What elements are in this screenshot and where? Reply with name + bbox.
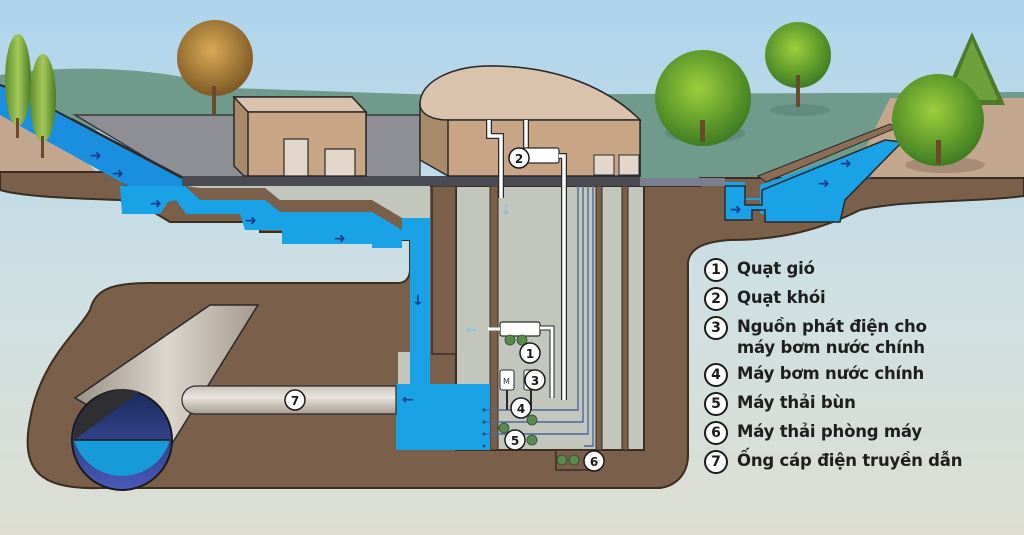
sump-overflow-water	[410, 352, 430, 392]
legend-item-6: 6 Máy thải phòng máy	[704, 421, 1024, 445]
legend-number-badge: 5	[704, 392, 728, 416]
autumn-tree	[177, 20, 253, 114]
svg-text:5: 5	[511, 434, 519, 448]
airflow-left-arrow: ←	[466, 323, 477, 338]
legend-label: Nguồn phát điện cho máy bơm nước chính	[737, 317, 927, 357]
legend-item-5: 5 Máy thải bùn	[704, 392, 1024, 416]
flow-arrows: ➜ ➜ ➜ ➜ ➜ ↓ ← ➜ ➜ ➜	[90, 148, 852, 408]
pipe-arrow-heads	[482, 408, 486, 448]
legend-item-4: 4 Máy bơm nước chính	[704, 363, 1024, 387]
svg-text:➜: ➜	[730, 202, 742, 218]
svg-text:➜: ➜	[150, 196, 162, 212]
svg-text:➜: ➜	[840, 156, 852, 172]
legend-label: Ống cáp điện truyền dẫn	[737, 451, 963, 470]
pump-icons	[498, 334, 580, 466]
tunnel-interior	[185, 186, 430, 218]
svg-text:6: 6	[590, 455, 598, 469]
legend-number-badge: 3	[704, 316, 728, 340]
chamber-divider-right2	[621, 185, 629, 451]
legend-number-badge: 7	[704, 450, 728, 474]
svg-text:➜: ➜	[90, 148, 102, 164]
motor-unit: M	[499, 369, 515, 410]
tree-right	[892, 74, 985, 173]
legend: 1 Quạt gió 2 Quạt khói 3 Nguồn phát điện…	[704, 258, 1024, 479]
svg-text:➜: ➜	[245, 213, 257, 229]
svg-text:➜: ➜	[112, 166, 124, 182]
airflow-down-arrow: ↓	[500, 202, 512, 218]
svg-text:➜: ➜	[334, 231, 346, 247]
marker-5: 5	[504, 429, 526, 451]
air-fan-unit	[499, 321, 541, 337]
marker-2: 2	[508, 147, 530, 169]
building-door-1	[283, 138, 309, 177]
svg-text:2: 2	[515, 152, 523, 166]
marker-7: 7	[284, 389, 306, 411]
legend-number-badge: 6	[704, 421, 728, 445]
chamber-divider-right1	[595, 185, 603, 451]
pump-house	[419, 65, 642, 177]
sump-water	[396, 384, 490, 450]
svg-text:4: 4	[517, 402, 525, 416]
motor-label: M	[503, 377, 510, 386]
svg-text:1: 1	[526, 347, 534, 361]
surface-slab	[182, 176, 640, 186]
legend-number-badge: 2	[704, 287, 728, 311]
svg-text:←: ←	[402, 392, 414, 408]
cypress-tree-1	[5, 34, 31, 138]
pump-house-window-1	[593, 154, 615, 176]
legend-item-2: 2 Quạt khói	[704, 287, 1024, 311]
surface-slab-right	[640, 178, 725, 186]
building-small	[232, 96, 368, 177]
chamber-wall-left	[431, 185, 457, 355]
legend-label: Máy bơm nước chính	[737, 364, 925, 383]
legend-label: Quạt khói	[737, 288, 826, 307]
tree-center	[655, 50, 751, 146]
legend-number-badge: 1	[704, 258, 728, 282]
main-tunnel-cross-section	[71, 389, 173, 491]
pump-house-window-2	[618, 154, 640, 176]
svg-text:3: 3	[531, 374, 539, 388]
legend-number-badge: 4	[704, 363, 728, 387]
legend-item-1: 1 Quạt gió	[704, 258, 1024, 282]
legend-item-3: 3 Nguồn phát điện cho máy bơm nước chính	[704, 316, 1024, 358]
tree-back	[765, 22, 831, 116]
svg-text:7: 7	[291, 394, 299, 408]
legend-item-7: 7 Ống cáp điện truyền dẫn	[704, 450, 1024, 474]
marker-3: 3	[524, 369, 546, 391]
building-door-2	[324, 148, 356, 177]
svg-text:↓: ↓	[412, 293, 424, 309]
legend-label: Máy thải bùn	[737, 393, 856, 412]
marker-4: 4	[510, 397, 532, 419]
svg-text:➜: ➜	[818, 176, 830, 192]
legend-label: Máy thải phòng máy	[737, 422, 922, 441]
cypress-tree-2	[30, 54, 56, 158]
vertical-shaft-water	[402, 218, 430, 395]
right-channel-water	[724, 139, 904, 223]
marker-1: 1	[519, 342, 541, 364]
marker-6: 6	[583, 450, 605, 472]
upper-tunnel-water	[120, 186, 402, 248]
legend-label: Quạt gió	[737, 259, 815, 278]
